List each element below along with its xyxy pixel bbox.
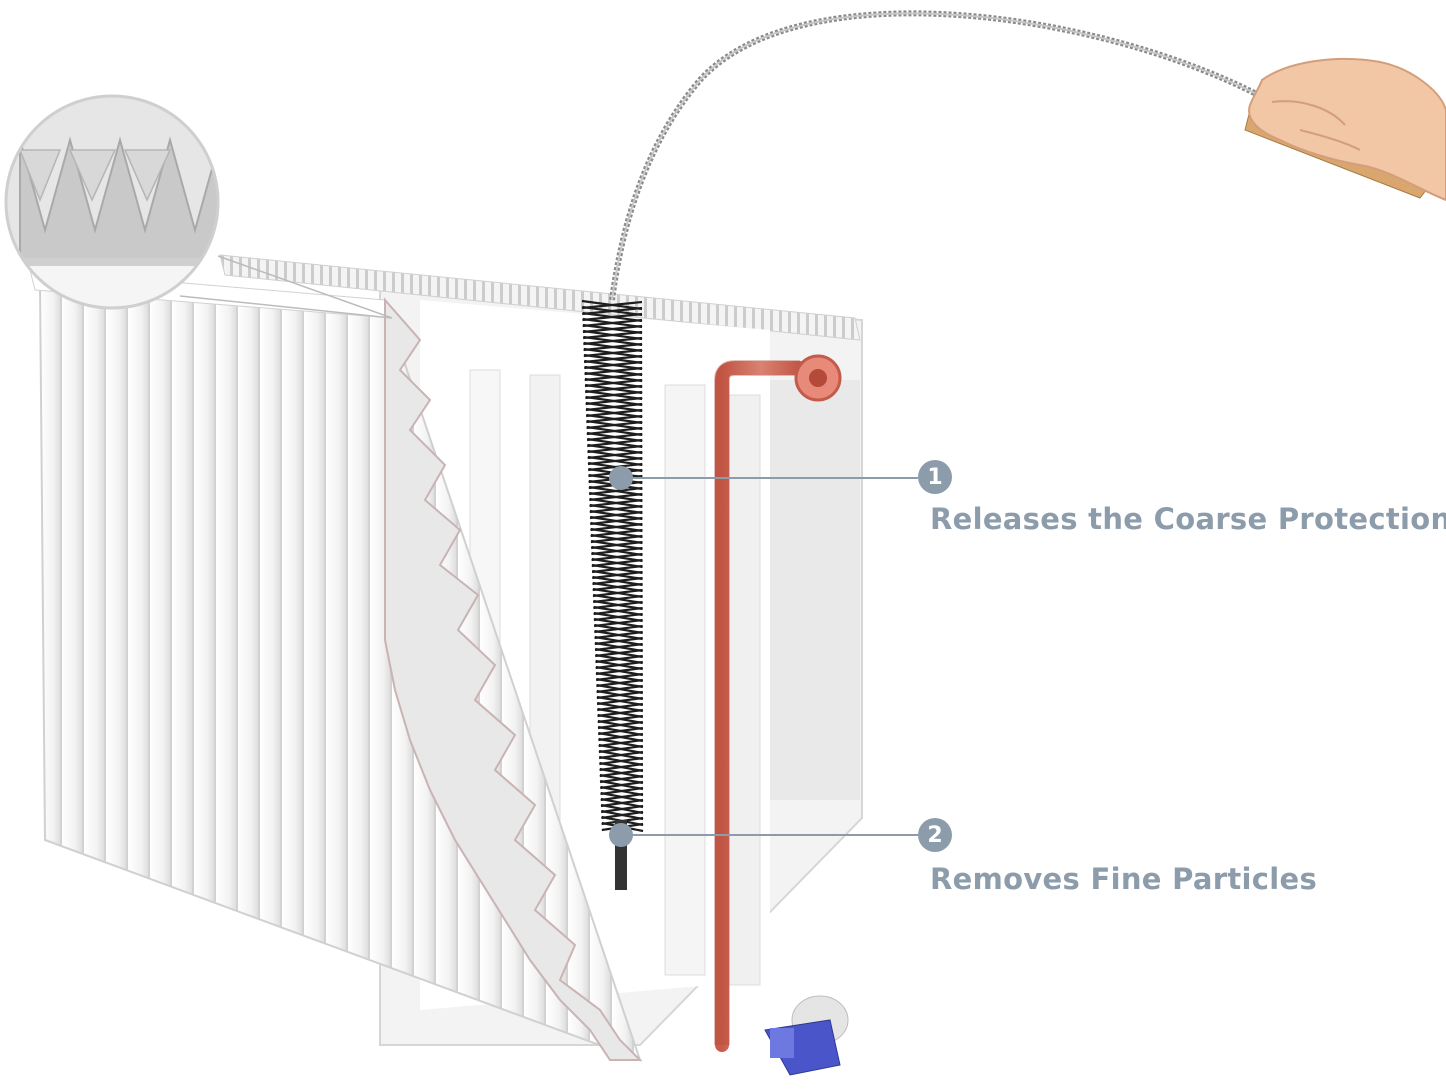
callout-1-number: 1 — [918, 460, 952, 494]
brush-cable — [609, 10, 1270, 301]
callout-1-text: Releases the Coarse Protection — [930, 502, 1446, 536]
convector-cutaway-edge — [384, 297, 643, 1061]
callout-2-text: Removes Fine Particles — [930, 862, 1318, 896]
radiator-top-grille — [219, 254, 861, 341]
callout-2-number: 2 — [918, 818, 952, 852]
bottom-valve-icon — [764, 995, 849, 1076]
magnifier-detail — [4, 94, 393, 319]
heating-pipe — [714, 354, 842, 1052]
callout-leader-lines — [609, 466, 918, 847]
hand-holding-handle-icon — [1244, 58, 1446, 202]
